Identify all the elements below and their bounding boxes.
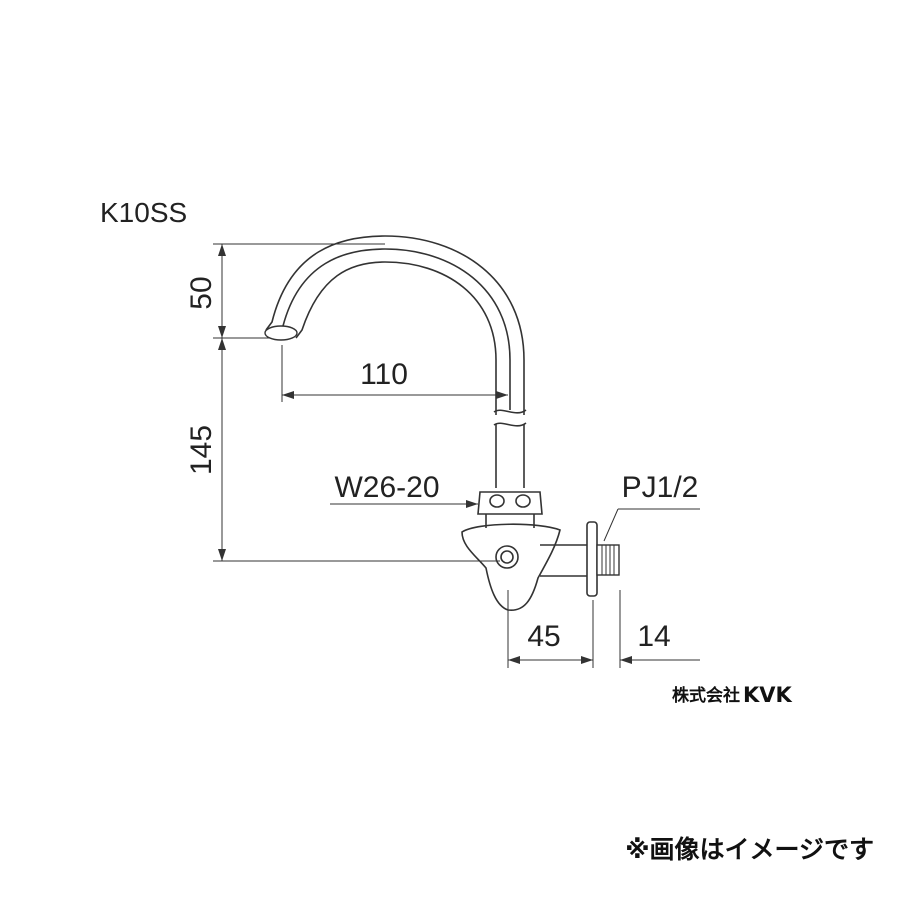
dim-spout-reach: 110 (360, 358, 408, 391)
brand-company-prefix: 株式会社 (672, 685, 740, 706)
dim-spout-height: 50 (185, 276, 218, 309)
dim-total-height: 145 (185, 425, 218, 475)
brand-logo: 株式会社 KVK (672, 683, 793, 707)
brand-logo-text: KVK (743, 683, 793, 707)
image-note: ※画像はイメージです (625, 835, 874, 864)
model-label: K10SS (100, 197, 187, 228)
faucet-body (264, 235, 620, 611)
callout-nut: W26-20 (334, 471, 439, 504)
dim-thread-length: 14 (637, 620, 670, 653)
dim-body-depth: 45 (527, 620, 560, 653)
callout-connection: PJ1/2 (622, 471, 699, 504)
dimension-lines (213, 243, 700, 668)
